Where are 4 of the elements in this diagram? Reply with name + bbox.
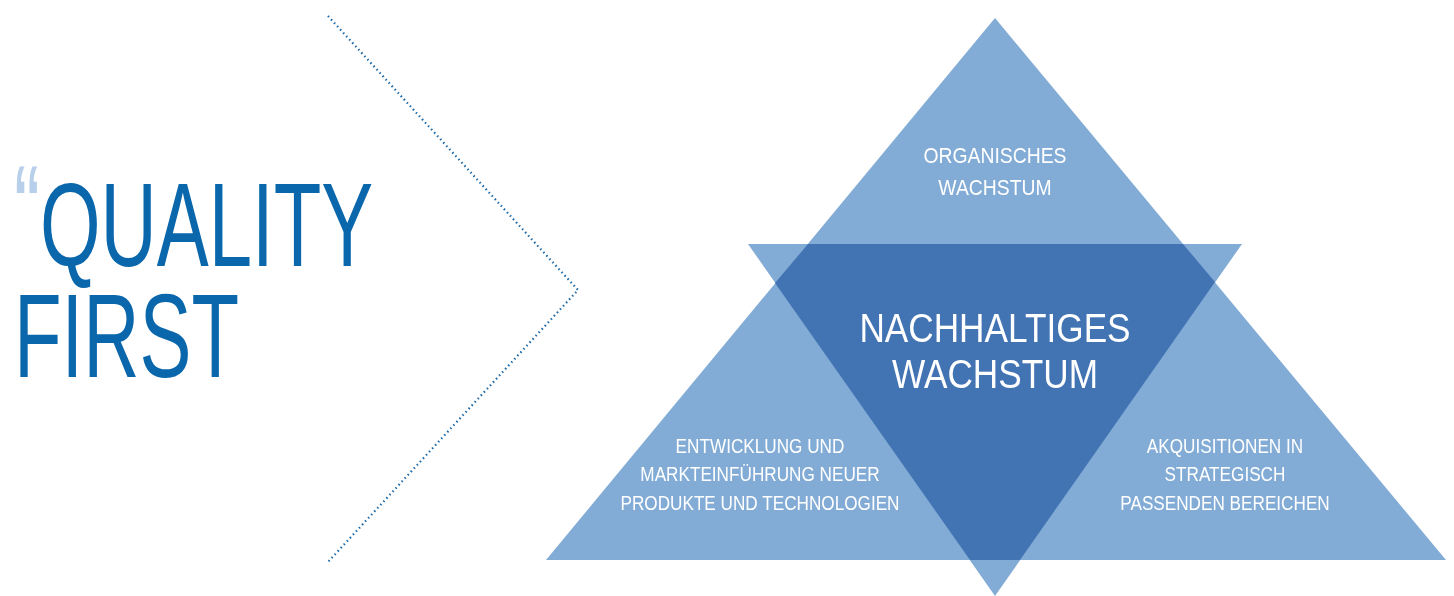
region-label: ENTWICKLUNG UND MARKTEINFÜHRUNG NEUER PRODUKTE UND TECHNOLOGIEN	[619, 432, 901, 517]
region-label: AKQUISITIONEN IN STRATEGISCH PASSENDEN BEREICHEN	[1115, 432, 1335, 517]
region-label: NACHHALTIGES WACHSTUM	[849, 305, 1141, 397]
region-label: ORGANISCHES WACHSTUM	[885, 140, 1105, 204]
